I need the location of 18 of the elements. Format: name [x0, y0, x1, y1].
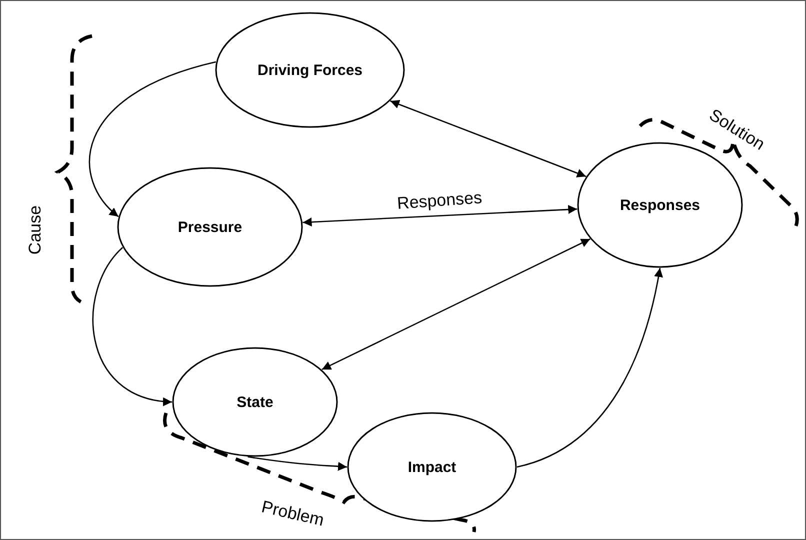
- bracket-label: Problem: [259, 497, 326, 531]
- ellipse-node: [347, 412, 517, 522]
- arrow: [92, 247, 172, 406]
- node-label: Impact: [408, 458, 456, 476]
- arrow: [248, 456, 348, 471]
- arrow: [89, 61, 216, 218]
- arrow: [390, 100, 586, 178]
- bracket-label: Cause: [25, 205, 46, 255]
- node-label: Responses: [620, 196, 700, 214]
- arrow: [302, 205, 578, 227]
- ellipse-node: [117, 167, 303, 287]
- node-label: Pressure: [178, 218, 242, 236]
- ellipse-node: [215, 12, 405, 128]
- ellipse-node: [172, 347, 338, 457]
- node-label: State: [236, 394, 274, 410]
- arrow: [322, 238, 590, 370]
- node-label: Driving Forces: [257, 62, 363, 78]
- arrow: [516, 268, 663, 468]
